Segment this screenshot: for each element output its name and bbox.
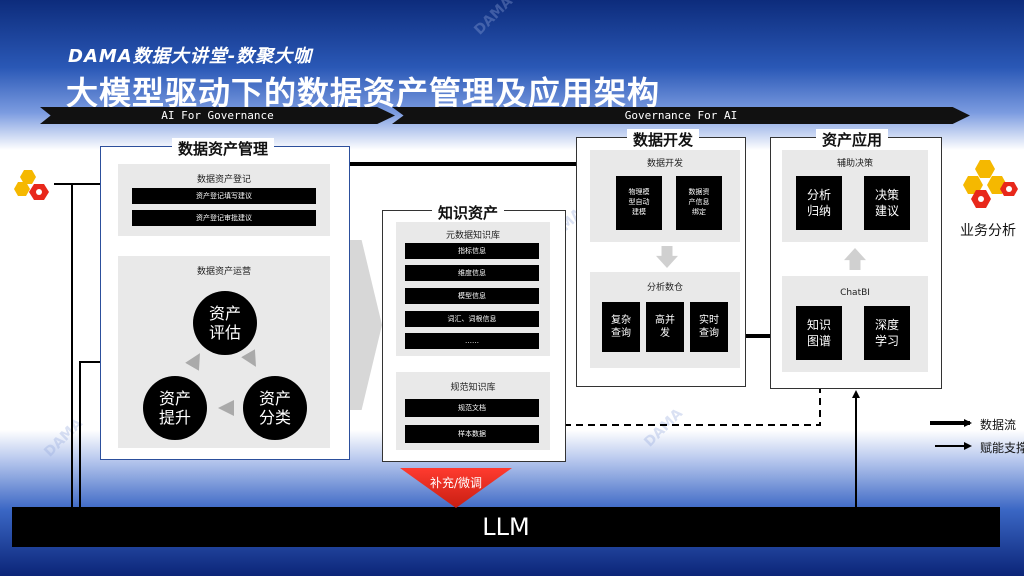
knowledge-graph: 知识 图谱 xyxy=(796,306,842,360)
spec-kb-label: 规范知识库 xyxy=(450,383,496,393)
spec-item: 样本数据 xyxy=(405,425,539,443)
business-analysis-label: 业务分析 xyxy=(960,223,1016,239)
hexagon-logo-icon xyxy=(14,170,49,200)
legend-data-flow: 数据流 xyxy=(980,418,1017,432)
metadata-item: 模型信息 xyxy=(405,288,539,304)
registration-approval-suggestion: 资产登记审批建议 xyxy=(132,210,316,226)
legend-enable: 赋能支撑 xyxy=(980,441,1024,455)
asset-info-binding: 数据资 产信息 绑定 xyxy=(676,176,722,230)
fine-tune-label: 补充/微调 xyxy=(429,476,483,490)
metadata-item: 词汇、词根信息 xyxy=(405,311,539,327)
registration-fill-suggestion: 资产登记填写建议 xyxy=(132,188,316,204)
metadata-item: 维度信息 xyxy=(405,265,539,281)
cycle-asset-evaluation: 资产 评估 xyxy=(193,291,257,355)
header-background xyxy=(0,0,1024,150)
complex-query: 复杂 查询 xyxy=(602,302,640,352)
asset-operation-label: 数据资产运营 xyxy=(196,267,251,277)
metadata-kb-label: 元数据知识库 xyxy=(445,231,500,241)
asset-management-title: 数据资产管理 xyxy=(172,138,275,159)
hexagon-logo-icon xyxy=(963,160,1018,208)
realtime-query: 实时 查询 xyxy=(690,302,728,352)
decision-support-label: 辅助决策 xyxy=(836,159,873,169)
llm-bar: LLM xyxy=(12,507,1000,547)
data-dev-label: 数据开发 xyxy=(646,159,683,169)
asset-application-title: 资产应用 xyxy=(816,129,889,150)
banner-governance-for-ai: Governance For AI xyxy=(392,107,970,124)
data-development-title: 数据开发 xyxy=(627,129,700,150)
asset-registration-label: 数据资产登记 xyxy=(196,175,251,185)
analysis-induction: 分析 归纳 xyxy=(796,176,842,230)
spec-item: 规范文档 xyxy=(405,399,539,417)
analytics-warehouse-label: 分析数仓 xyxy=(646,283,683,293)
metadata-item: 指标信息 xyxy=(405,243,539,259)
knowledge-assets-title: 知识资产 xyxy=(432,202,505,223)
cycle-asset-improvement: 资产 提升 xyxy=(143,376,207,440)
cycle-asset-classification: 资产 分类 xyxy=(243,376,307,440)
chatbi-label: ChatBI xyxy=(840,288,870,298)
page-title: 大模型驱动下的数据资产管理及应用架构 xyxy=(66,74,661,112)
banner-ai-for-governance: AI For Governance xyxy=(40,107,395,124)
deep-learning: 深度 学习 xyxy=(864,306,910,360)
high-concurrency: 高并 发 xyxy=(646,302,684,352)
physical-model-auto-modeling: 物理模 型自动 建模 xyxy=(616,176,662,230)
metadata-item: …… xyxy=(405,333,539,349)
header-subtitle: DAMA数据大讲堂-数聚大咖 xyxy=(68,46,313,67)
decision-suggestion: 决策 建议 xyxy=(864,176,910,230)
